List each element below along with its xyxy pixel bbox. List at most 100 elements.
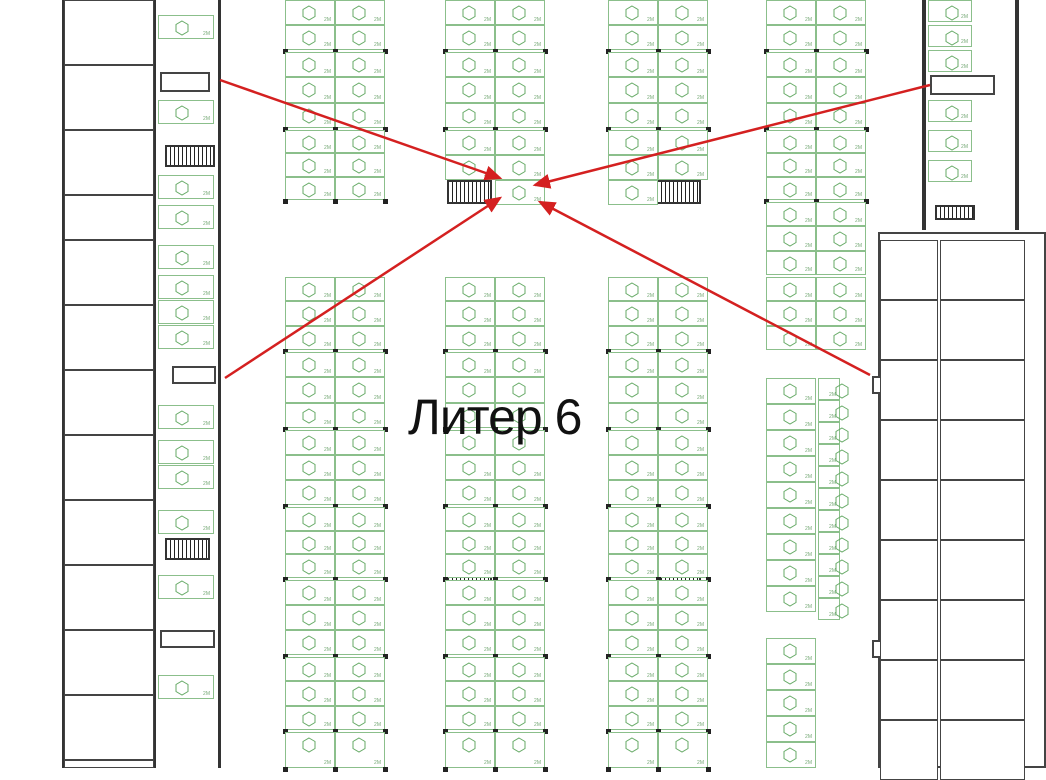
- parking-spot[interactable]: 2М: [818, 422, 849, 444]
- parking-spot[interactable]: 2М: [818, 554, 849, 576]
- parking-spot[interactable]: 2М: [608, 554, 658, 578]
- parking-spot[interactable]: 2М: [766, 664, 816, 690]
- parking-spot[interactable]: 2М: [445, 0, 495, 25]
- parking-spot[interactable]: 2М: [158, 300, 214, 324]
- parking-spot[interactable]: 2М: [816, 52, 866, 78]
- parking-spot[interactable]: 2М: [608, 480, 658, 505]
- parking-spot[interactable]: 2М: [445, 277, 495, 302]
- parking-spot[interactable]: 2М: [335, 705, 385, 730]
- parking-spot[interactable]: 2М: [658, 554, 708, 578]
- parking-spot[interactable]: 2М: [658, 301, 708, 326]
- parking-spot[interactable]: 2М: [495, 605, 545, 630]
- parking-spot[interactable]: 2М: [658, 377, 708, 403]
- parking-spot[interactable]: 2М: [445, 455, 495, 480]
- parking-spot[interactable]: 2М: [658, 681, 708, 706]
- parking-spot[interactable]: 2М: [495, 52, 545, 78]
- parking-spot[interactable]: 2М: [335, 455, 385, 480]
- parking-spot[interactable]: 2М: [158, 575, 214, 599]
- parking-spot[interactable]: 2М: [766, 176, 816, 200]
- parking-spot[interactable]: 2М: [495, 301, 545, 326]
- parking-spot[interactable]: 2М: [658, 352, 708, 378]
- parking-spot[interactable]: 2М: [335, 630, 385, 655]
- parking-spot[interactable]: 2М: [158, 100, 214, 124]
- parking-spot[interactable]: 2М: [928, 0, 972, 22]
- parking-spot[interactable]: 2М: [658, 0, 708, 25]
- parking-spot[interactable]: 2М: [445, 554, 495, 578]
- parking-spot[interactable]: 2М: [495, 102, 545, 128]
- parking-spot[interactable]: 2М: [285, 580, 335, 605]
- parking-spot[interactable]: 2М: [335, 430, 385, 455]
- parking-spot[interactable]: 2М: [766, 153, 816, 177]
- parking-spot[interactable]: 2М: [285, 681, 335, 706]
- parking-spot[interactable]: 2М: [608, 277, 658, 302]
- parking-spot[interactable]: 2М: [766, 638, 816, 664]
- parking-spot[interactable]: 2М: [495, 554, 545, 578]
- parking-spot[interactable]: 2М: [285, 277, 335, 302]
- parking-spot[interactable]: [608, 402, 658, 428]
- parking-spot[interactable]: 2М: [445, 630, 495, 655]
- parking-spot[interactable]: 2М: [658, 402, 708, 428]
- parking-spot[interactable]: 2М: [285, 352, 335, 378]
- parking-spot[interactable]: 2М: [335, 530, 385, 555]
- parking-spot[interactable]: 2М: [608, 130, 658, 155]
- parking-spot[interactable]: 2М: [495, 25, 545, 50]
- parking-spot[interactable]: 2М: [658, 705, 708, 730]
- parking-spot[interactable]: 2М: [608, 630, 658, 655]
- parking-spot[interactable]: 2М: [158, 675, 214, 699]
- parking-spot[interactable]: 2М: [445, 77, 495, 103]
- parking-spot[interactable]: 2М: [495, 530, 545, 555]
- parking-spot[interactable]: 2М: [495, 0, 545, 25]
- parking-spot[interactable]: 2М: [445, 130, 495, 155]
- parking-spot[interactable]: 2М: [816, 25, 866, 50]
- parking-spot[interactable]: 2М: [158, 510, 214, 534]
- parking-spot[interactable]: [445, 377, 495, 403]
- parking-spot[interactable]: 2М: [766, 742, 816, 768]
- parking-spot[interactable]: 2М: [495, 507, 545, 531]
- parking-spot[interactable]: 2М: [766, 202, 816, 227]
- parking-spot[interactable]: 2М: [158, 15, 214, 39]
- parking-spot[interactable]: 2М: [335, 554, 385, 578]
- parking-spot[interactable]: 2М: [285, 52, 335, 78]
- parking-spot[interactable]: 2М: [818, 532, 849, 554]
- parking-spot[interactable]: 2М: [445, 25, 495, 50]
- parking-spot[interactable]: 2М: [766, 482, 816, 508]
- parking-spot[interactable]: 2М: [285, 325, 335, 350]
- parking-spot[interactable]: 2М: [658, 52, 708, 78]
- parking-spot[interactable]: 2М: [658, 455, 708, 480]
- parking-spot[interactable]: 2М: [445, 681, 495, 706]
- parking-spot[interactable]: 2М: [608, 705, 658, 730]
- parking-spot[interactable]: 2М: [445, 507, 495, 531]
- parking-spot[interactable]: 2М: [335, 657, 385, 682]
- parking-spot[interactable]: 2М: [658, 580, 708, 605]
- parking-spot[interactable]: 2М: [816, 301, 866, 326]
- parking-spot[interactable]: 2М: [285, 0, 335, 25]
- parking-spot[interactable]: 2М: [445, 657, 495, 682]
- parking-spot[interactable]: 2М: [285, 377, 335, 403]
- parking-spot[interactable]: 2М: [766, 456, 816, 482]
- parking-spot[interactable]: 2М: [766, 404, 816, 430]
- parking-spot[interactable]: 2М: [285, 77, 335, 103]
- parking-spot[interactable]: 2М: [658, 77, 708, 103]
- parking-spot[interactable]: 2М: [818, 378, 849, 400]
- parking-spot[interactable]: 2М: [445, 325, 495, 350]
- parking-spot[interactable]: 2М: [766, 25, 816, 50]
- parking-spot[interactable]: 2М: [335, 480, 385, 505]
- parking-spot[interactable]: 2М: [445, 705, 495, 730]
- parking-spot[interactable]: 2М: [608, 77, 658, 103]
- parking-spot[interactable]: 2М: [658, 507, 708, 531]
- parking-spot[interactable]: 2М: [335, 580, 385, 605]
- parking-spot[interactable]: 2М: [335, 681, 385, 706]
- parking-spot[interactable]: 2М: [285, 705, 335, 730]
- parking-spot[interactable]: 2М: [445, 102, 495, 128]
- parking-spot[interactable]: 2М: [816, 202, 866, 227]
- parking-spot[interactable]: 2М: [658, 430, 708, 455]
- parking-spot[interactable]: 2М: [766, 130, 816, 154]
- parking-spot[interactable]: 2М: [335, 52, 385, 78]
- parking-spot[interactable]: 2М: [495, 681, 545, 706]
- parking-spot[interactable]: 2М: [928, 160, 972, 182]
- parking-spot[interactable]: 2М: [766, 716, 816, 742]
- parking-spot[interactable]: 2М: [335, 402, 385, 428]
- parking-spot[interactable]: 2М: [766, 250, 816, 275]
- parking-spot[interactable]: [495, 402, 545, 428]
- parking-spot[interactable]: 2М: [285, 657, 335, 682]
